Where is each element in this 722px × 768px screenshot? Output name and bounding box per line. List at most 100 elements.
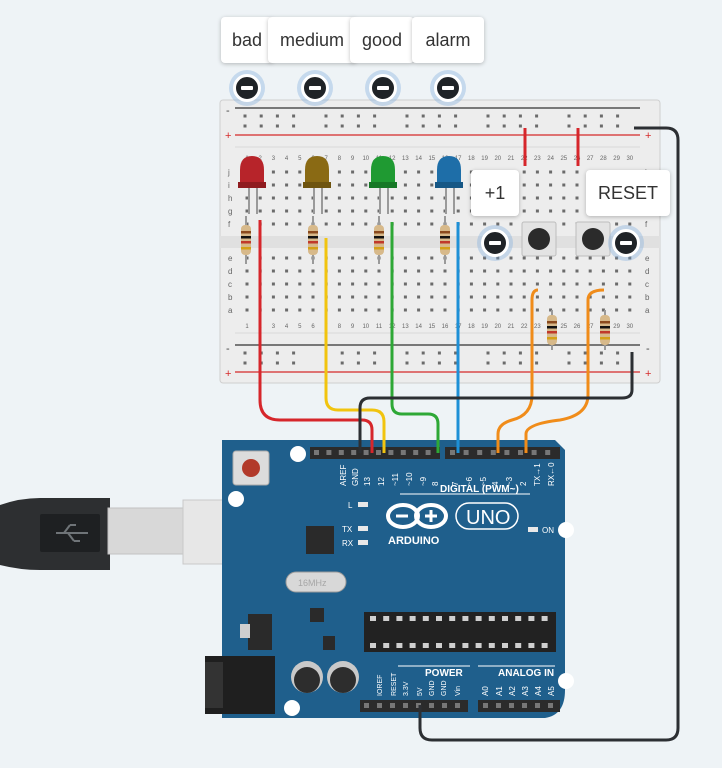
column-number: 29 [613,324,620,330]
rail-minus-top-left: - [226,105,230,117]
column-number: 16 [442,324,449,330]
wire-red[interactable] [258,220,374,453]
reset-button[interactable] [232,450,270,486]
column-number: 8 [338,156,342,162]
wire-5v-dark[interactable] [418,126,680,742]
callout-medium[interactable]: medium [268,17,356,63]
digital-pin-label: ~10 [405,472,414,486]
column-number: 20 [494,324,501,330]
mount-hole [558,522,574,538]
column-number: 14 [415,324,422,330]
svg-text:16MHz: 16MHz [298,578,327,588]
wires[interactable] [258,126,680,742]
callout-alarm-label: alarm [425,29,471,50]
resistor-red-led[interactable] [241,216,251,264]
digital-pin-label: 8 [431,481,440,486]
resistor-blue-led[interactable] [440,216,450,264]
analog-in-label: ANALOG IN [498,668,554,679]
pushbutton-reset[interactable] [575,221,611,257]
collapse-icon[interactable] [612,229,640,257]
collapse-icon[interactable] [481,229,509,257]
column-number: 27 [587,156,594,162]
row-letter: b [645,293,650,302]
column-number: 28 [600,156,607,162]
callout-plus-one[interactable]: +1 [471,170,519,216]
digital-pin-label: 7 [451,481,460,486]
pushbutton-plus-one[interactable] [521,221,557,257]
digital-pwm-label: DIGITAL (PWM~) [440,484,519,495]
rail-plus-bottom-right: + [645,368,651,380]
column-number: 3 [272,324,276,330]
row-letter: d [645,267,649,276]
column-number: 20 [494,156,501,162]
resistor-yellow-led[interactable] [308,216,318,264]
column-number: 17 [455,156,462,162]
wire-green[interactable] [390,222,440,453]
column-number: 23 [534,156,541,162]
callout-alarm[interactable]: alarm [412,17,484,63]
column-number: 18 [468,156,475,162]
callout-bad[interactable]: bad [221,17,273,63]
power-pin-label: 5V [417,687,424,696]
row-letter: c [645,280,649,289]
resistors[interactable] [241,216,610,350]
column-number: 25 [560,156,567,162]
digital-pin-label: 2 [519,481,528,486]
wire-gnd-dark[interactable] [358,352,634,453]
on-led-label: ON [542,526,554,535]
arduino-brand: ARDUINO [388,535,440,547]
column-number: 7 [325,156,329,162]
callout-good[interactable]: good [350,17,414,63]
collapse-icon[interactable] [434,74,462,102]
column-number: 15 [428,156,435,162]
power-pin-label: GND [441,680,448,696]
column-number: 12 [389,156,396,162]
analog-pin-label: A5 [547,686,556,696]
digital-pin-label: ~5 [479,476,488,486]
wire-orange-left[interactable] [496,288,539,453]
row-letter: c [228,280,232,289]
analog-pin-label: A0 [481,686,490,696]
led-red[interactable] [238,156,266,214]
callout-reset[interactable]: RESET [586,170,670,216]
column-number: 19 [481,324,488,330]
led-yellow[interactable] [303,156,331,214]
collapse-icon[interactable] [233,74,261,102]
power-pin-label: IOREF [377,675,384,696]
atmega-chip [364,612,556,652]
usb-chip [306,526,334,554]
row-letter: e [645,254,650,263]
analog-header [478,700,560,712]
digital-pin-label: ~11 [391,472,400,486]
callout-plus-one-label: +1 [484,182,506,203]
column-number: 9 [351,324,355,330]
row-letter: f [228,220,231,229]
small-ic [323,636,335,650]
digital-pin-label: 4 [491,481,500,486]
led-tx-label: TX [342,525,353,534]
collapse-icon[interactable] [301,74,329,102]
row-letter: i [228,181,230,190]
resistor-button-plus-one[interactable] [547,310,557,350]
wire-yellow[interactable] [324,238,386,453]
callout-bad-label: bad [231,29,263,50]
column-number: 13 [402,156,409,162]
column-number: 1 [245,324,249,330]
resistor-green-led[interactable] [374,216,384,264]
column-number: 6 [311,324,315,330]
column-number: 9 [351,156,355,162]
wire-orange-right[interactable] [524,288,605,453]
row-letter: b [228,293,233,302]
column-number: 13 [402,324,409,330]
column-number: 5 [298,324,302,330]
digital-pin-label: 13 [363,477,372,486]
led-blue[interactable] [435,156,463,214]
led-green[interactable] [369,156,397,214]
resistor-button-reset[interactable] [600,310,610,350]
collapse-icon[interactable] [369,74,397,102]
mount-hole [284,700,300,716]
column-number: 3 [272,156,276,162]
